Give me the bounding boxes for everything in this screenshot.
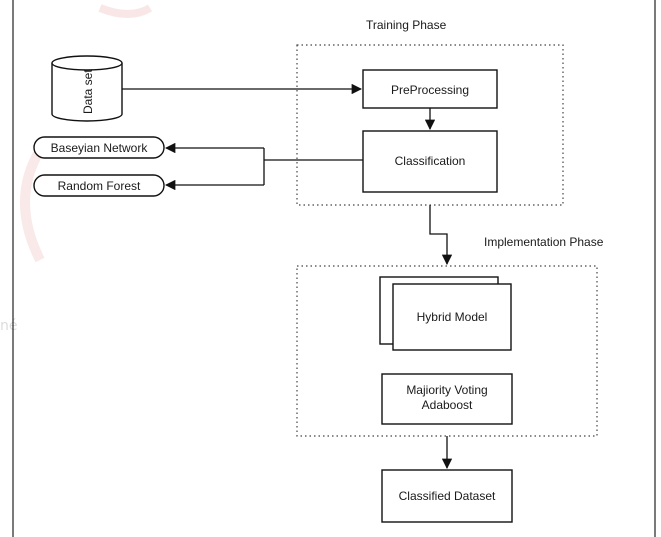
random-forest-node xyxy=(33,174,165,197)
training-phase-label: Training Phase xyxy=(366,18,447,32)
dataset-node: Data set xyxy=(51,55,123,122)
implementation-phase-box xyxy=(296,265,598,437)
watermark-arc-top xyxy=(98,4,153,18)
watermark: né xyxy=(0,4,153,334)
edge-classification-fork xyxy=(263,148,363,185)
hybrid-model-label: Hybrid Model xyxy=(417,310,488,324)
dataset-label: Data set xyxy=(81,69,95,114)
voting-label-line2: Adaboost xyxy=(422,398,473,412)
classification-label: Classification xyxy=(395,154,466,168)
preprocessing-label: PreProcessing xyxy=(391,83,469,97)
voting-adaboost-node xyxy=(381,373,513,425)
hybrid-model-node xyxy=(392,283,512,351)
random-forest-label: Random Forest xyxy=(58,179,141,193)
classified-dataset-node xyxy=(381,469,513,523)
watermark-text: né xyxy=(0,318,18,334)
implementation-phase-label: Implementation Phase xyxy=(484,235,604,249)
dataset-cylinder-body xyxy=(51,63,123,122)
voting-label-line1: Majiority Voting xyxy=(406,383,487,397)
dataset-cylinder-top xyxy=(51,55,123,71)
classified-dataset-label: Classified Dataset xyxy=(399,489,496,503)
edge-training-to-implementation xyxy=(429,205,453,266)
bayesian-network-label: Baseyian Network xyxy=(51,141,149,155)
watermark-arc-left xyxy=(20,147,45,263)
bayesian-network-node xyxy=(33,136,165,159)
classification-node xyxy=(362,130,498,193)
